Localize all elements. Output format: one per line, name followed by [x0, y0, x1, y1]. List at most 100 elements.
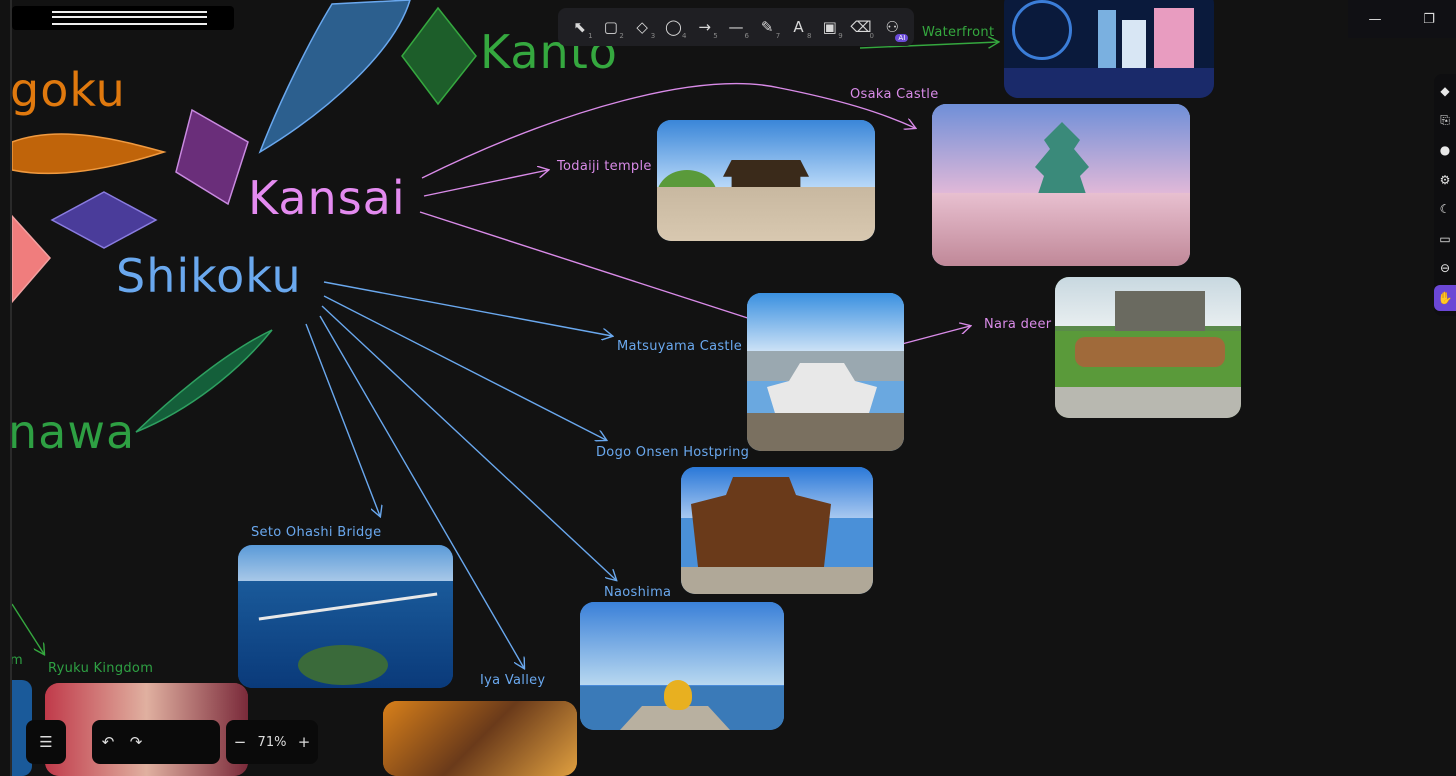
settings-icon: ⚙ — [1439, 172, 1451, 187]
orange-leaf-shape[interactable] — [11, 133, 167, 175]
line-tool[interactable]: —6 — [722, 13, 750, 41]
undo-button[interactable]: ↶ — [94, 728, 122, 756]
photo-seto-ohashi-bridge[interactable] — [238, 545, 453, 688]
arrow-kansai-osaka[interactable] — [421, 83, 915, 179]
rectangle-icon: ▢ — [603, 18, 618, 36]
rectangle-tool[interactable]: ▢2 — [597, 13, 625, 41]
lock-button[interactable]: ⊖ — [1434, 255, 1456, 281]
region-okinawa[interactable]: nawa — [8, 405, 135, 459]
photo-yokohama-waterfront[interactable] — [1004, 0, 1214, 98]
settings-button[interactable]: ⚙ — [1434, 167, 1456, 193]
new-file-button[interactable]: ⎘ — [1434, 108, 1456, 134]
library-button[interactable]: ◆ — [1434, 78, 1456, 104]
right-side-panel: ◆ ⎘ ● ⚙ ☾ ▭ ⊖ ✋ — [1434, 74, 1456, 316]
ellipse-icon: ◯ — [665, 18, 682, 36]
new-file-icon: ⎘ — [1440, 113, 1450, 127]
arrow-icon: → — [698, 18, 711, 36]
arrow-shikoku-matsuyama[interactable] — [323, 281, 612, 336]
shortcut-key: 1 — [588, 32, 593, 40]
green-leaf-shape[interactable] — [135, 329, 273, 433]
arrow-shikoku-dogo[interactable] — [323, 295, 606, 440]
arrow-shikoku-iya[interactable] — [319, 315, 524, 668]
main-menu-panel: ☰ — [26, 720, 66, 764]
zoom-out-button[interactable]: − — [226, 728, 254, 756]
shortcut-key: 7 — [775, 32, 781, 40]
more-tools[interactable]: ⚇AI — [878, 13, 909, 42]
eraser-icon: ⌫ — [850, 18, 872, 36]
shortcut-key: 3 — [650, 32, 656, 40]
photo-matsuyama-castle[interactable] — [747, 293, 904, 451]
image-tool[interactable]: ▣9 — [816, 13, 844, 41]
label-dogo-onsen[interactable]: Dogo Onsen Hostpring — [596, 445, 749, 460]
region-kansai[interactable]: Kansai — [248, 171, 406, 225]
arrow-okinawa-ryuku[interactable] — [11, 603, 44, 654]
ai-badge: AI — [895, 34, 909, 42]
region-chugoku[interactable]: goku — [10, 63, 126, 117]
eraser-tool[interactable]: ⌫0 — [847, 13, 875, 41]
arrow-kansai-todaiji[interactable] — [423, 170, 548, 197]
label-ryuku[interactable]: Ryuku Kingdom — [48, 661, 153, 676]
pencil-icon: ✎ — [760, 18, 774, 36]
zoom-level[interactable]: 71% — [257, 734, 287, 750]
collab-button[interactable]: ● — [1434, 137, 1456, 163]
theme-icon: ☾ — [1439, 202, 1451, 216]
arrow-to-nara-deer[interactable] — [901, 326, 970, 345]
minus-icon: − — [233, 733, 247, 751]
photo-naoshima[interactable] — [580, 602, 784, 730]
main-menu-button[interactable]: ☰ — [32, 728, 60, 756]
indigo-diamond-shape[interactable] — [50, 191, 158, 249]
photo-dogo-onsen[interactable] — [681, 467, 873, 594]
label-naoshima[interactable]: Naoshima — [604, 585, 671, 600]
region-shikoku[interactable]: Shikoku — [116, 249, 302, 303]
hand-icon: ✋ — [1437, 290, 1453, 305]
shortcut-key: 5 — [713, 32, 718, 40]
redo-button[interactable]: ↷ — [122, 728, 150, 756]
arrow-kansai-nara[interactable] — [419, 211, 761, 323]
purple-diamond-shape[interactable] — [175, 108, 249, 206]
label-seto-bridge[interactable]: Seto Ohashi Bridge — [251, 525, 381, 540]
draw-tool[interactable]: ✎7 — [753, 13, 781, 41]
photo-osaka-castle[interactable] — [932, 104, 1190, 266]
photo-nara-deer[interactable] — [1055, 277, 1241, 418]
pointer-icon: ⬉ — [573, 18, 586, 36]
lock-icon: ⊖ — [1439, 261, 1451, 275]
arrow-kanto-waterfront[interactable] — [859, 42, 998, 49]
menu-lines-icon — [52, 11, 207, 25]
diamond-icon: ◇ — [636, 18, 648, 36]
book-button[interactable]: ▭ — [1434, 226, 1456, 252]
blue-leaf-shape[interactable] — [258, 0, 411, 154]
label-iya-valley[interactable]: Iya Valley — [480, 673, 545, 688]
label-partial-m[interactable]: m — [10, 653, 23, 668]
hand-button[interactable]: ✋ — [1434, 284, 1456, 311]
label-nara-deer[interactable]: Nara deer — [984, 317, 1052, 332]
zoom-in-button[interactable]: + — [290, 728, 318, 756]
shapes-icon: ⚇ — [885, 18, 899, 36]
diamond-tool[interactable]: ◇3 — [628, 13, 656, 41]
restore-button[interactable]: ❐ — [1423, 11, 1435, 27]
shortcut-key: 6 — [744, 32, 749, 40]
pink-diamond-shape[interactable] — [11, 214, 52, 305]
image-icon: ▣ — [822, 18, 837, 36]
shortcut-key: 2 — [619, 32, 624, 40]
label-matsuyama[interactable]: Matsuyama Castle — [617, 339, 742, 354]
green-diamond-shape[interactable] — [401, 6, 477, 106]
arrow-tool[interactable]: →5 — [691, 13, 719, 41]
photo-todaiji-temple[interactable] — [657, 120, 875, 241]
selection-tool[interactable]: ⬉1 — [566, 13, 594, 41]
arrow-shikoku-naoshima[interactable] — [321, 305, 616, 580]
shortcut-key: 8 — [807, 32, 812, 40]
ellipse-tool[interactable]: ◯4 — [659, 13, 687, 41]
label-osaka-castle[interactable]: Osaka Castle — [850, 87, 939, 102]
label-todaiji[interactable]: Todaiji temple — [556, 159, 652, 174]
arrow-shikoku-seto[interactable] — [305, 323, 380, 516]
shortcut-key: 4 — [681, 32, 687, 40]
theme-button[interactable]: ☾ — [1434, 196, 1456, 222]
minimize-button[interactable]: — — [1368, 11, 1382, 27]
label-waterfront[interactable]: Waterfront — [922, 25, 994, 40]
photo-iya-valley[interactable] — [383, 701, 577, 776]
top-menu-bar[interactable] — [12, 6, 234, 30]
